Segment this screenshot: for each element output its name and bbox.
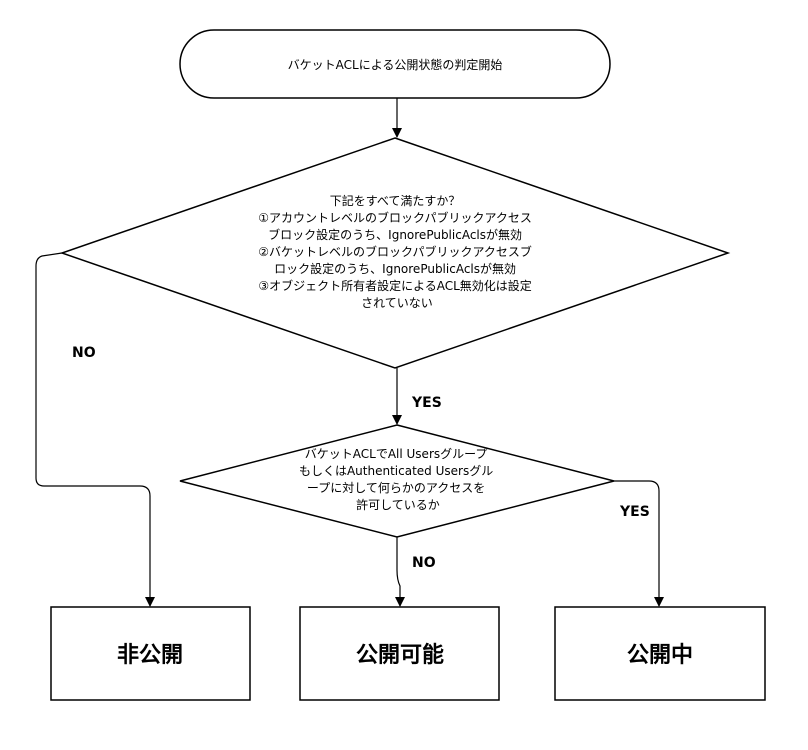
decision2-line-4: 許可しているか	[356, 498, 440, 512]
decision2-line-1: バケットACLでAll Usersグループ	[305, 447, 488, 461]
connector-decision2-no	[395, 537, 405, 607]
decision1-shape	[59, 137, 731, 369]
decision2-node: バケットACLでAll Usersグループ もしくはAuthenticated …	[179, 424, 615, 538]
decision1-text: 下記をすべて満たすか？ ①アカウントレベルのブロックパブリックアクセス ブロック…	[258, 193, 535, 310]
decision2-line-2: もしくはAuthenticated Usersグル	[299, 464, 493, 478]
connector-decision1-no	[35, 252, 155, 607]
decision1-line-3: ブロック設定のうち、IgnorePublicAclsが無効	[268, 227, 522, 242]
label-decision2-yes: YES	[619, 504, 650, 520]
label-decision2-no: NO	[412, 555, 436, 571]
decision1-line-4: ②バケットレベルのブロックパブリックアクセスブ	[258, 244, 532, 259]
outcome-private-box	[50, 606, 251, 701]
outcome-public-text: 公開中	[627, 643, 693, 668]
decision1-node: 下記をすべて満たすか？ ①アカウントレベルのブロックパブリックアクセス ブロック…	[59, 137, 731, 369]
decision2-line-3: ープに対して何らかのアクセスを	[307, 481, 485, 495]
label-decision1-no: NO	[72, 345, 96, 361]
start-shape	[179, 29, 611, 99]
decision2-text: バケットACLでAll Usersグループ もしくはAuthenticated …	[299, 447, 497, 512]
decision1-line-6: ③オブジェクト所有者設定によるACL無効化は設定	[258, 278, 531, 293]
decision1-line-2: ①アカウントレベルのブロックパブリックアクセス	[258, 210, 532, 225]
outcome-private-text: 非公開	[117, 643, 183, 668]
label-decision1-yes: YES	[411, 395, 442, 411]
outcome-publishable: 公開可能	[299, 606, 500, 701]
decision1-line-5: ロック設定のうち、IgnorePublicAclsが無効	[274, 261, 516, 276]
outcome-publishable-text: 公開可能	[356, 642, 444, 668]
start-node: バケットACLによる公開状態の判定開始	[179, 29, 611, 99]
decision1-line-1: 下記をすべて満たすか？	[330, 193, 461, 208]
outcome-public-box	[554, 606, 766, 701]
outcome-private: 非公開	[50, 606, 251, 701]
start-text: バケットACLによる公開状態の判定開始	[288, 57, 503, 72]
outcome-publishable-box	[299, 606, 500, 701]
connector-decision2-yes	[614, 480, 664, 607]
outcome-public: 公開中	[554, 606, 766, 701]
decision1-line-7: されていない	[361, 296, 433, 310]
